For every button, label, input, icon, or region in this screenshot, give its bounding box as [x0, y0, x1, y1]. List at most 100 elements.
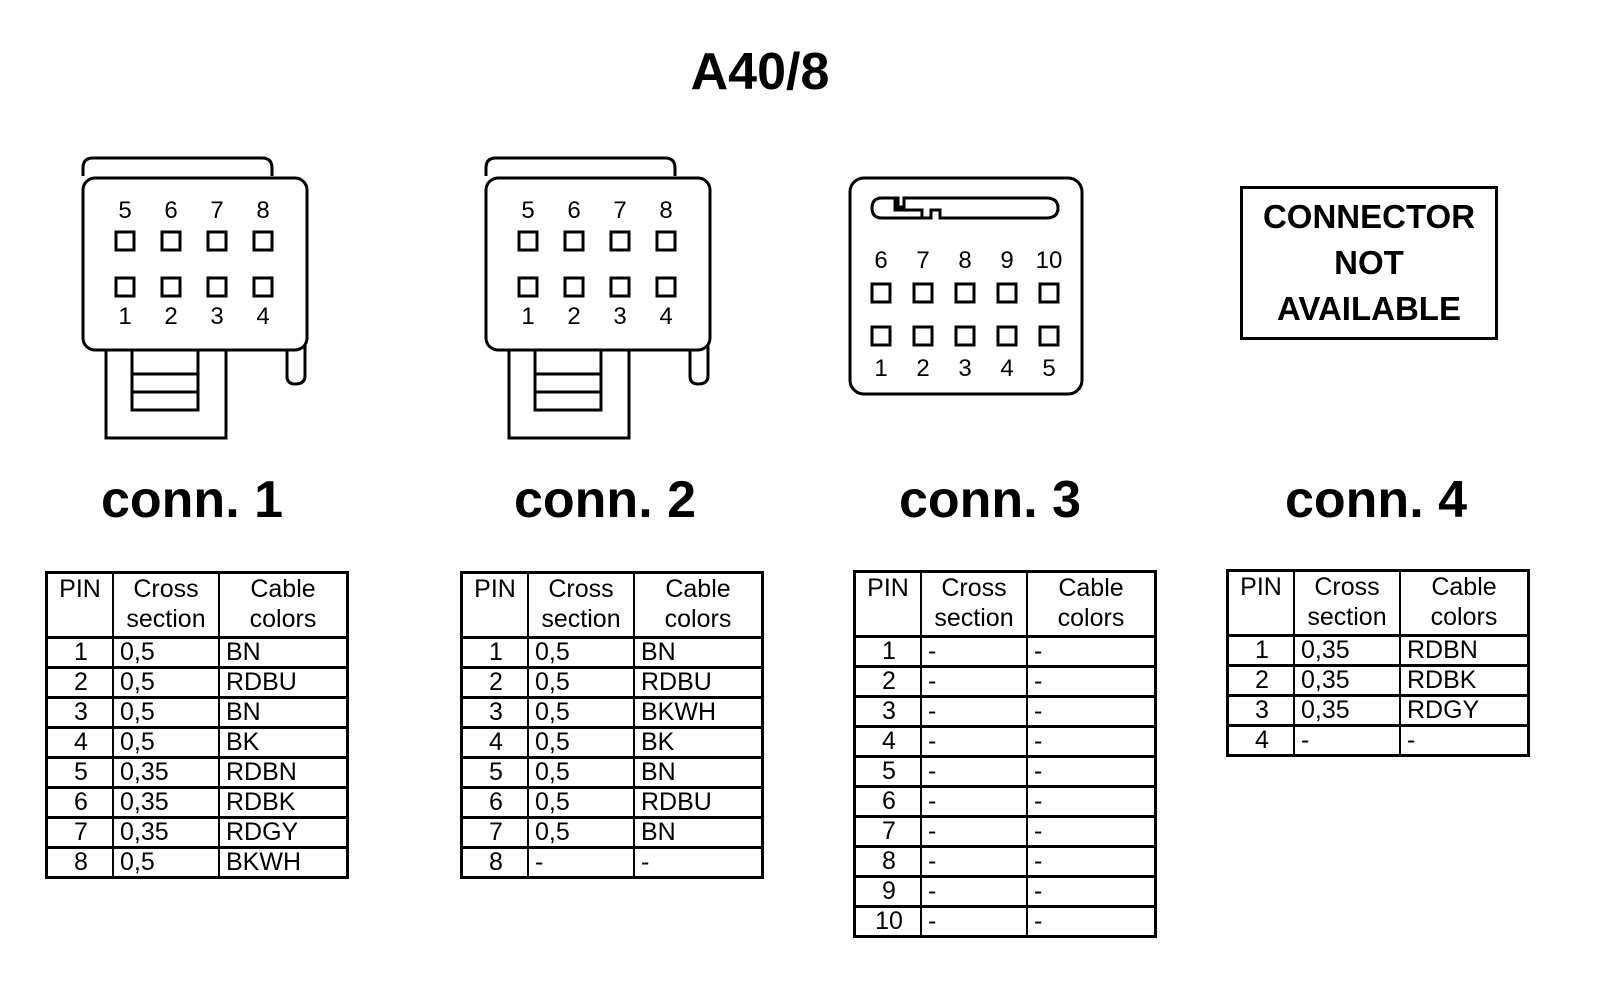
cable-color-cell: -	[1026, 905, 1157, 938]
cross-section-cell: 0,5	[527, 726, 635, 759]
pin-socket	[996, 325, 1018, 347]
pin-number-cell: 3	[45, 696, 114, 729]
cable-color-cell: RDBU	[633, 666, 764, 699]
conn-2-label: conn. 2	[513, 471, 697, 529]
pin-number-label: 9	[1000, 247, 1013, 274]
cable-color-cell: BN	[633, 816, 764, 849]
pin-number-label: 1	[521, 303, 534, 330]
not-available-line-2: NOT	[1334, 244, 1404, 281]
cross-section-cell: 0,5	[527, 756, 635, 789]
pin-number-cell: 3	[853, 695, 922, 728]
cross-section-cell: 0,5	[112, 696, 220, 729]
cable-color-cell: -	[1026, 665, 1157, 698]
cross-section-cell: 0,5	[527, 636, 635, 669]
cable-color-cell: RDBN	[218, 756, 349, 789]
table-row: 3--	[853, 695, 1157, 728]
conn-1-label: conn. 1	[100, 471, 284, 529]
pin-number-cell: 5	[853, 755, 922, 788]
cross-section-cell: 0,35	[1293, 664, 1401, 697]
not-available-line-1: CONNECTOR	[1262, 198, 1476, 235]
cross-section-cell: 0,5	[112, 636, 220, 669]
table-row: 4--	[1226, 724, 1530, 757]
pin-number-label: 10	[1036, 247, 1063, 274]
pin-number-cell: 6	[853, 785, 922, 818]
cross-section-cell: 0,35	[1293, 694, 1401, 727]
cable-color-cell: -	[1026, 635, 1157, 668]
connector-not-available-box: CONNECTOR NOT AVAILABLE	[1240, 186, 1498, 340]
cable-color-cell: BN	[218, 696, 349, 729]
cross-section-cell: 0,35	[112, 816, 220, 849]
cross-section-cell: 0,5	[112, 846, 220, 879]
pin-socket	[870, 282, 892, 304]
pin-socket	[1038, 325, 1060, 347]
cross-section-cell: -	[920, 875, 1028, 908]
cable-color-cell: -	[1026, 695, 1157, 728]
pin-number-cell: 3	[1226, 694, 1295, 727]
cable-color-cell: BKWH	[218, 846, 349, 879]
pin-socket	[655, 276, 677, 298]
cross-section-cell: -	[527, 846, 635, 879]
cable-color-cell: RDBK	[1399, 664, 1530, 697]
pin-number-cell: 1	[460, 636, 529, 669]
cross-section-cell: 0,5	[527, 786, 635, 819]
cable-color-cell: BN	[633, 756, 764, 789]
cross-section-cell: 0,35	[1293, 634, 1401, 667]
table-row: 10--	[853, 905, 1157, 938]
pin-number-cell: 8	[460, 846, 529, 879]
cross-section-cell: 0,35	[112, 756, 220, 789]
table-row: 8--	[853, 845, 1157, 878]
pin-number-cell: 6	[460, 786, 529, 819]
pin-socket	[912, 282, 934, 304]
cable-color-cell: BK	[633, 726, 764, 759]
pin-number-cell: 8	[853, 845, 922, 878]
cross-section-header-line-2: section	[541, 605, 621, 633]
table-row: 5--	[853, 755, 1157, 788]
pin-number-label: 4	[659, 303, 672, 330]
cable-color-cell: -	[1026, 755, 1157, 788]
cross-section-header-line-1: Cross	[133, 575, 199, 603]
cable-color-cell: BK	[218, 726, 349, 759]
cross-section-header-line-1: Cross	[941, 574, 1007, 602]
pin-number-label: 3	[613, 303, 626, 330]
connector-3-drawing	[848, 176, 1084, 396]
pin-socket	[206, 276, 228, 298]
pin-header: PIN	[1226, 569, 1295, 637]
cable-colors-header-line-2: colors	[1057, 604, 1125, 632]
conn-3-label: conn. 3	[898, 471, 1082, 529]
cross-section-cell: 0,5	[527, 666, 635, 699]
pin-number-label: 6	[874, 247, 887, 274]
pin-number-label: 5	[118, 197, 131, 224]
cable-colors-header-line-1: Cable	[250, 575, 316, 603]
pin-number-cell: 2	[853, 665, 922, 698]
pin-number-label: 7	[916, 247, 929, 274]
pin-number-cell: 5	[460, 756, 529, 789]
connector-2-drawing	[484, 156, 712, 440]
cable-color-cell: BN	[218, 636, 349, 669]
pin-socket	[517, 276, 539, 298]
cross-section-cell: 0,5	[112, 726, 220, 759]
pin-number-cell: 4	[853, 725, 922, 758]
pin-number-cell: 4	[460, 726, 529, 759]
pin-number-label: 8	[256, 197, 269, 224]
pin-number-label: 6	[567, 197, 580, 224]
pin-socket	[206, 230, 228, 252]
cross-section-cell: -	[920, 665, 1028, 698]
pin-number-label: 7	[613, 197, 626, 224]
pin-number-label: 1	[118, 303, 131, 330]
pin-socket	[114, 276, 136, 298]
